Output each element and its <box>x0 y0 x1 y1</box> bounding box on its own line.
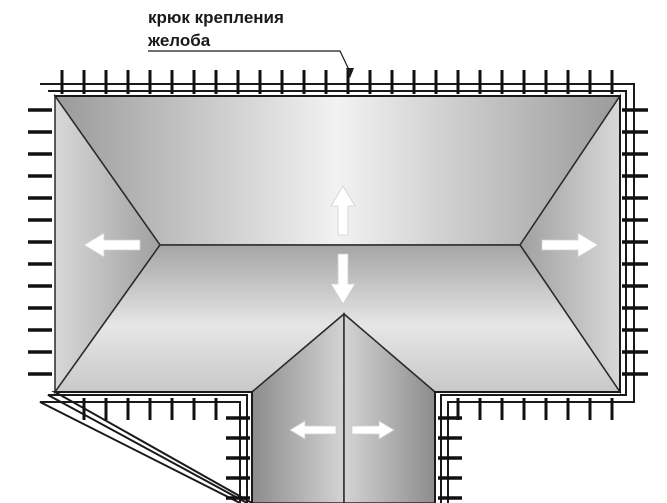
gutter-hooks <box>28 70 648 500</box>
arrow-right <box>541 232 599 258</box>
roof-main-block <box>53 93 622 395</box>
arrow-down <box>330 253 356 305</box>
roof-edge <box>51 95 621 503</box>
arrow-left <box>83 232 141 258</box>
arrow-wing-left <box>289 420 337 440</box>
arrow-up <box>330 185 356 236</box>
roof-wing-right-slope <box>343 312 436 503</box>
flow-arrows <box>83 185 599 440</box>
gutter-outline <box>39 83 635 503</box>
gutter-hook-callout: крюк крепления желоба <box>148 6 284 52</box>
callout-leader <box>148 50 354 78</box>
callout-line-1: крюк крепления <box>148 8 284 27</box>
callout-line-2: желоба <box>148 31 211 50</box>
arrow-wing-right <box>351 420 395 440</box>
roof-wing <box>251 312 436 503</box>
